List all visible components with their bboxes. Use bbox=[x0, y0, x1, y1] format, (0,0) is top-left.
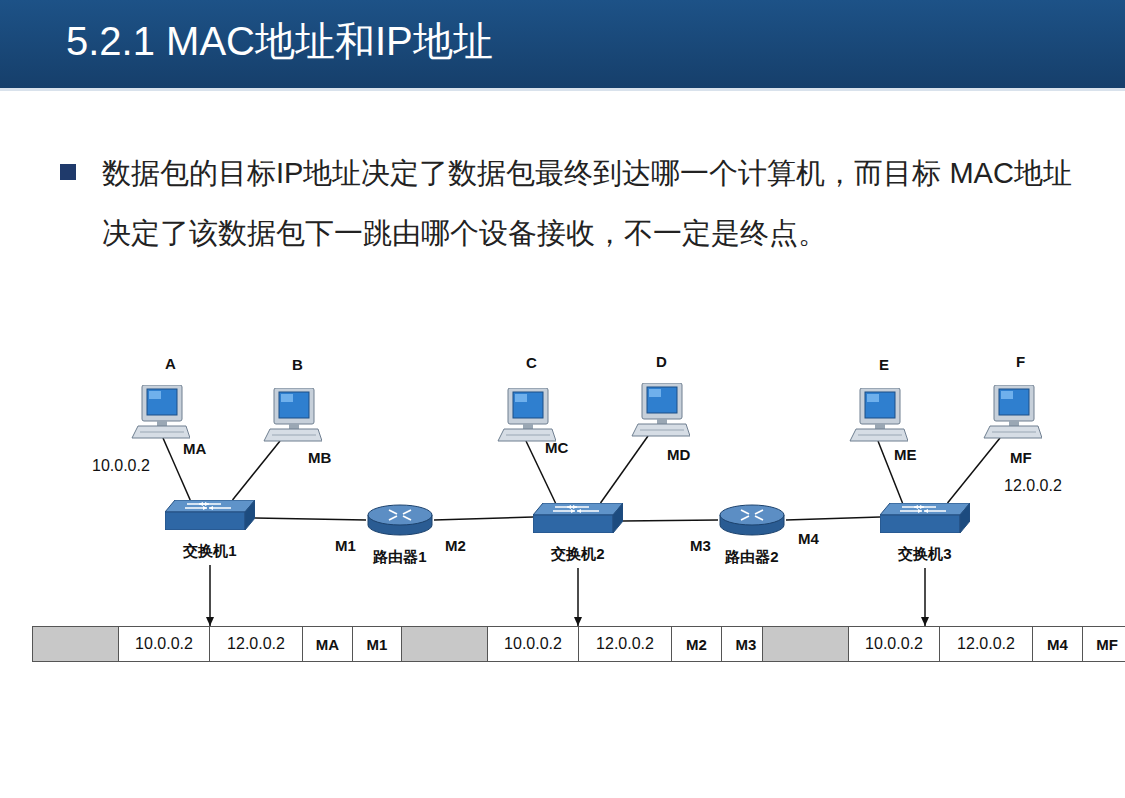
computer-icon bbox=[630, 383, 690, 438]
computer: DMD bbox=[630, 383, 690, 438]
packet-payload bbox=[33, 627, 118, 661]
computer-icon bbox=[848, 388, 908, 443]
network-link bbox=[786, 517, 880, 520]
mac-cell: M1 bbox=[352, 627, 401, 661]
computer: CMC bbox=[496, 388, 556, 443]
port-label: M4 bbox=[798, 530, 819, 547]
computer-icon bbox=[982, 385, 1042, 440]
ip-cell: 12.0.0.2 bbox=[209, 627, 302, 661]
router-icon bbox=[719, 504, 785, 536]
switch: 交换机2 bbox=[533, 503, 623, 564]
device-label: 路由器1 bbox=[373, 548, 426, 567]
ip-cell: 10.0.0.2 bbox=[848, 627, 939, 661]
ip-cell: 12.0.0.2 bbox=[578, 627, 671, 661]
mac-address: MA bbox=[183, 440, 206, 457]
switch-icon bbox=[533, 503, 623, 533]
ip-cell: 10.0.0.2 bbox=[118, 627, 209, 661]
pointer-arrow bbox=[924, 568, 926, 626]
device-label: 交换机3 bbox=[898, 545, 951, 564]
mac-address: MD bbox=[667, 446, 690, 463]
mac-cell: M2 bbox=[671, 627, 721, 661]
network-link bbox=[601, 436, 649, 503]
mac-cell: MA bbox=[302, 627, 352, 661]
host-name: D bbox=[656, 353, 667, 370]
computer: BMB bbox=[262, 388, 322, 443]
host-name: A bbox=[165, 355, 176, 372]
router: 路由器1 bbox=[366, 504, 434, 567]
mac-address: MC bbox=[545, 439, 568, 456]
computer: EME bbox=[848, 388, 908, 443]
mac-cell: MF bbox=[1082, 627, 1125, 661]
packet-frame: 10.0.0.212.0.0.2M4MF bbox=[762, 626, 1125, 662]
mac-address: MB bbox=[308, 449, 331, 466]
host-name: E bbox=[879, 356, 889, 373]
switch: 交换机1 bbox=[165, 500, 255, 561]
pointer-arrow bbox=[209, 565, 211, 626]
mac-address: MF bbox=[1010, 449, 1032, 466]
ip-address: 12.0.0.2 bbox=[1004, 477, 1062, 495]
host-name: F bbox=[1016, 353, 1025, 370]
router-icon bbox=[367, 504, 433, 536]
switch: 交换机3 bbox=[880, 503, 970, 564]
pointer-arrow bbox=[577, 568, 579, 626]
port-label: M1 bbox=[335, 537, 356, 554]
port-label: M2 bbox=[445, 537, 466, 554]
host-name: B bbox=[292, 356, 303, 373]
slide-title: 5.2.1 MAC地址和IP地址 bbox=[66, 14, 493, 69]
computer: FMF12.0.0.2 bbox=[982, 385, 1042, 440]
bullet-text: 数据包的目标IP地址决定了数据包最终到达哪一个计算机，而目标 MAC地址决定了该… bbox=[102, 143, 1077, 263]
mac-address: ME bbox=[894, 446, 917, 463]
packet-payload bbox=[763, 627, 848, 661]
computer: AMA10.0.0.2 bbox=[130, 385, 190, 440]
bullet-square bbox=[60, 164, 76, 180]
switch-icon bbox=[880, 503, 970, 533]
device-label: 交换机2 bbox=[551, 545, 604, 564]
router: 路由器2 bbox=[718, 504, 786, 567]
computer-icon bbox=[262, 388, 322, 443]
network-link bbox=[948, 438, 1001, 503]
title-rule bbox=[0, 88, 1125, 91]
packet-frame: 10.0.0.212.0.0.2M2M3 bbox=[401, 626, 771, 662]
packet-frame: 10.0.0.212.0.0.2MAM1 bbox=[32, 626, 402, 662]
host-name: C bbox=[526, 354, 537, 371]
ip-cell: 10.0.0.2 bbox=[487, 627, 578, 661]
device-label: 交换机1 bbox=[183, 542, 236, 561]
computer-icon bbox=[496, 388, 556, 443]
switch-icon bbox=[165, 500, 255, 530]
network-link bbox=[255, 518, 366, 520]
computer-icon bbox=[130, 385, 190, 440]
network-link bbox=[434, 517, 533, 520]
mac-cell: M4 bbox=[1032, 627, 1082, 661]
network-link bbox=[623, 520, 718, 521]
ip-cell: 12.0.0.2 bbox=[939, 627, 1032, 661]
packet-payload bbox=[402, 627, 487, 661]
network-link bbox=[233, 441, 281, 500]
port-label: M3 bbox=[690, 537, 711, 554]
device-label: 路由器2 bbox=[725, 548, 778, 567]
ip-address: 10.0.0.2 bbox=[92, 457, 150, 475]
